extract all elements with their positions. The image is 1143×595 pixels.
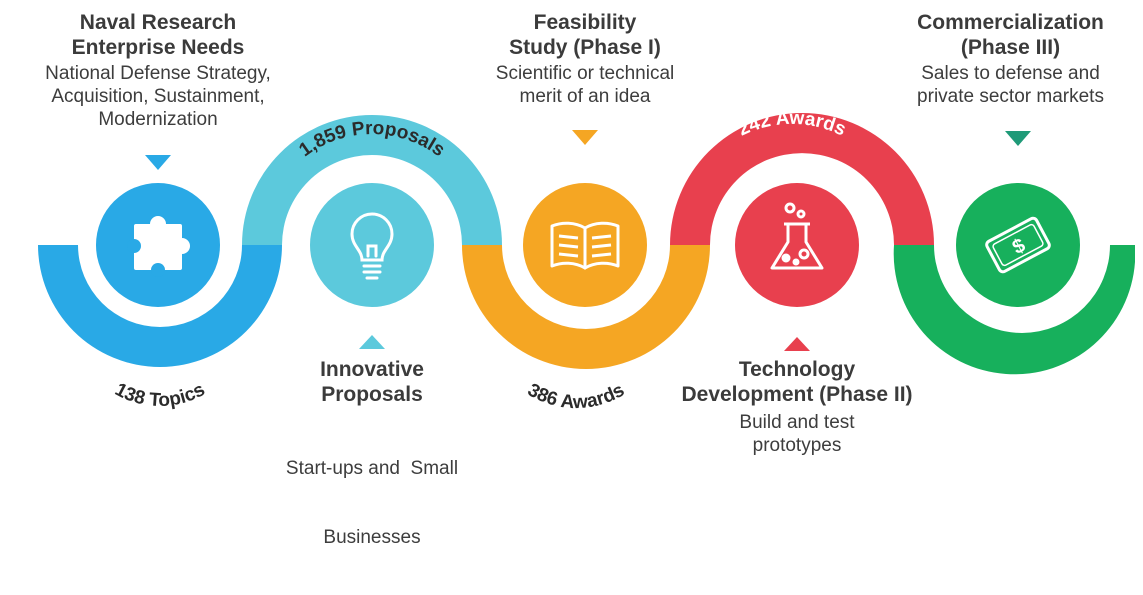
stage-phase2-text: Technology Development (Phase II) Build …: [632, 357, 962, 457]
indicator-triangle-phase2: [784, 337, 810, 351]
open-book-icon: [550, 221, 620, 270]
stage-proposals-text: Innovative Proposals Start-ups and Small…: [232, 357, 512, 595]
indicator-triangle-phase1: [572, 130, 598, 145]
stage-description: Build and test prototypes: [739, 412, 855, 456]
dollar-bill-icon: $: [985, 216, 1051, 274]
stage-description: Sales to defense and private sector mark…: [917, 63, 1104, 107]
stage-circle-phase3: [956, 183, 1080, 307]
sbir-pipeline-diagram: $ 138 Topics 1,859 Proposals 386 Awards …: [0, 10, 1143, 548]
ribbon-label-awards-phase1: 386 Awards: [524, 380, 628, 414]
flask-icon: [770, 202, 824, 270]
stage-phase3-text: Commercialization (Phase III) Sales to d…: [878, 10, 1143, 108]
stage-title: Technology Development (Phase II): [681, 358, 913, 406]
indicator-triangle-topics: [145, 155, 171, 170]
ribbon-segment-awards-phase1: [462, 245, 710, 369]
ribbon-label-topics: 138 Topics: [111, 379, 208, 411]
indicator-triangle-phase3: [1005, 131, 1031, 146]
stage-phase1-text: Feasibility Study (Phase I) Scientific o…: [440, 10, 730, 108]
stage-title: Commercialization (Phase III): [917, 11, 1104, 59]
ribbon-segment-commercialization: [893, 245, 1135, 375]
lightbulb-icon: [350, 212, 394, 280]
ribbon-segment-awards-phase2: [670, 113, 934, 245]
ribbon-label-commercialization: $1.1B: [982, 393, 1034, 417]
ribbon-graphic: $ 138 Topics 1,859 Proposals 386 Awards …: [38, 113, 1135, 417]
ribbon-segment-proposals: [242, 115, 502, 245]
stage-description: National Defense Strategy, Acquisition, …: [45, 63, 271, 130]
stage-circle-phase2: [735, 183, 859, 307]
ribbon-segment-topics: [38, 245, 282, 367]
indicator-triangle-proposals: [359, 335, 385, 349]
stage-description: Scientific or technical merit of an idea: [495, 63, 675, 107]
puzzle-piece-icon: [127, 216, 190, 277]
stage-title: Innovative Proposals: [320, 358, 424, 406]
stage-topics-text: Naval Research Enterprise Needs National…: [0, 10, 316, 131]
stage-title: Feasibility Study (Phase I): [509, 11, 661, 59]
stage-description: Start-ups and Small Businesses: [285, 458, 459, 548]
stage-title: Naval Research Enterprise Needs: [71, 11, 245, 59]
